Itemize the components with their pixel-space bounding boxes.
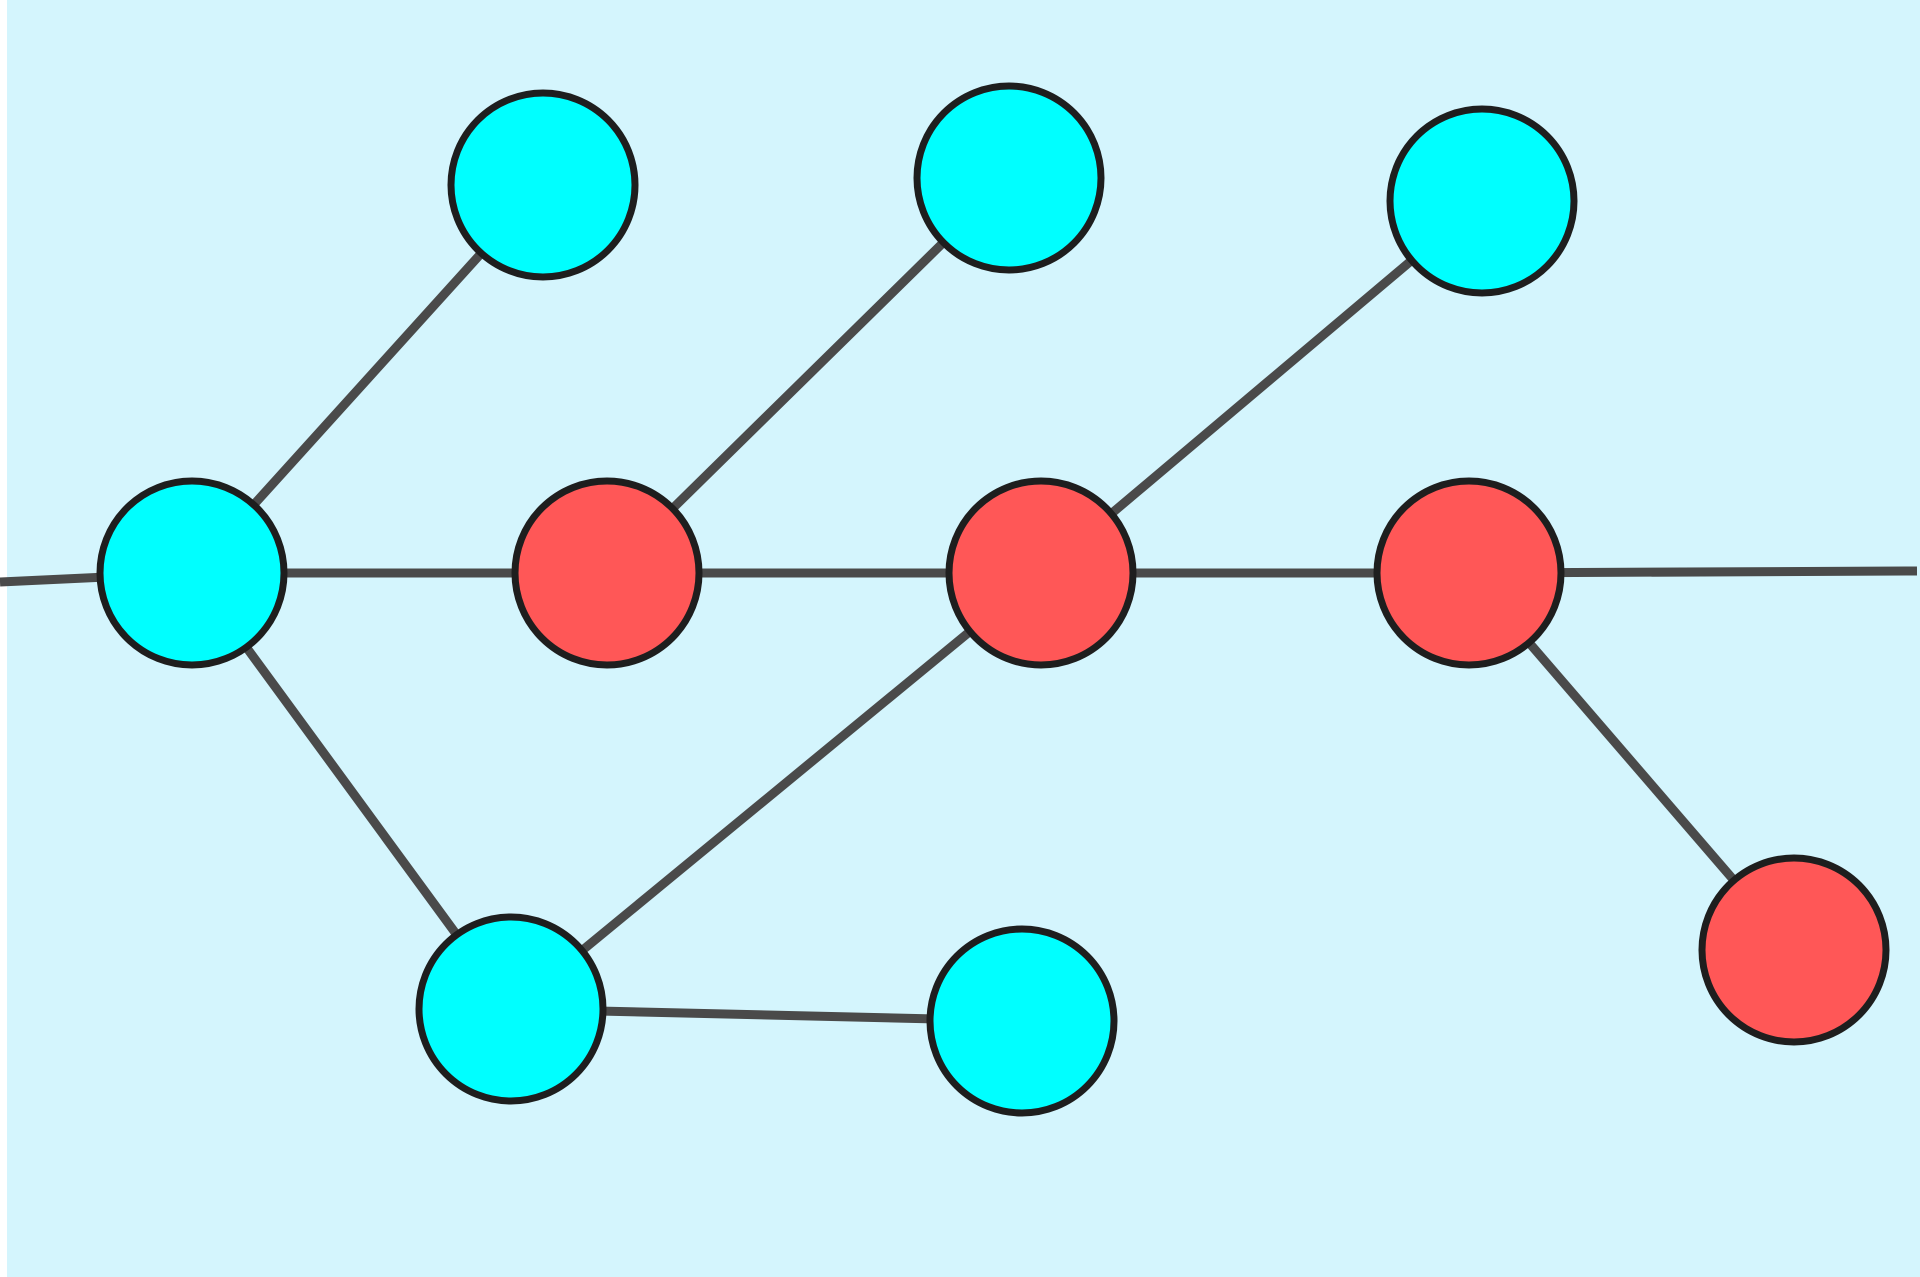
node-n9-cyan	[926, 925, 1118, 1117]
node-n8-cyan	[415, 913, 607, 1105]
node-n10-red	[1698, 854, 1890, 1046]
node-n1-cyan	[447, 89, 639, 281]
edge-n6-n3	[1038, 197, 1485, 577]
node-layer	[96, 82, 1890, 1117]
node-n4-cyan	[96, 477, 288, 669]
node-n2-cyan	[913, 82, 1105, 274]
node-n3-cyan	[1386, 105, 1578, 297]
node-n6-red	[945, 477, 1137, 669]
node-n7-red	[1373, 477, 1565, 669]
edge-n6-n8	[508, 569, 1044, 1013]
node-n5-red	[511, 477, 703, 669]
